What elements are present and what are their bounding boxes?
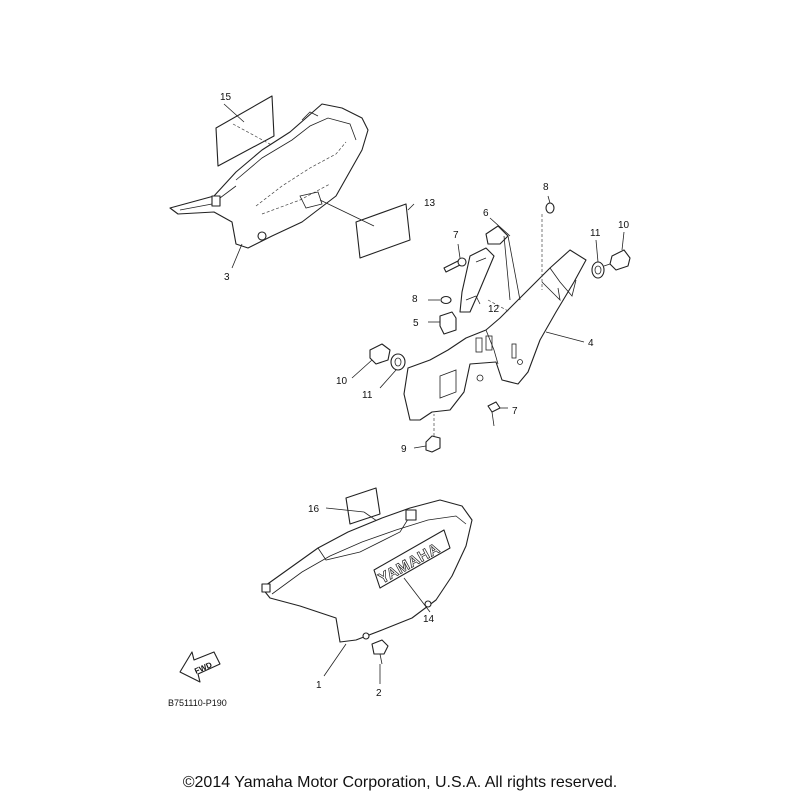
callout-8-upper: 8 [543, 182, 549, 193]
callout-8-lower: 8 [412, 294, 418, 305]
label-sticker-15 [215, 95, 291, 167]
callout-6: 6 [483, 208, 489, 219]
clip-5 [428, 311, 457, 335]
callout-2: 2 [376, 688, 382, 699]
diagram-code: B751110-P190 [168, 698, 227, 708]
strap-12 [459, 247, 495, 313]
callout-9: 9 [401, 444, 407, 455]
washer-8-upper [541, 195, 555, 290]
grommet-11-left [379, 353, 406, 389]
washer-8-lower [428, 295, 452, 305]
callout-15: 15 [220, 92, 232, 103]
callout-12: 12 [488, 304, 500, 315]
callout-4: 4 [588, 338, 594, 349]
callout-16: 16 [308, 504, 320, 515]
callout-11-right: 11 [590, 228, 601, 239]
copyright-notice: ©2014 Yamaha Motor Corporation, U.S.A. A… [182, 774, 618, 791]
screw-2 [371, 639, 389, 684]
fwd-arrow-icon: FWD [179, 651, 221, 683]
nut-9 [413, 414, 441, 453]
callout-1: 1 [316, 680, 322, 691]
callout-10-right: 10 [618, 220, 630, 231]
callout-7-upper: 7 [453, 230, 459, 241]
grommet-11-right [591, 239, 605, 279]
side-cover-1 [261, 499, 473, 643]
bracket-4 [403, 249, 587, 421]
callout-13: 13 [424, 198, 436, 209]
callout-7-lower: 7 [512, 406, 518, 417]
callout-10-left: 10 [336, 376, 348, 387]
side-cover-3 [169, 103, 369, 249]
bolt-7-upper [443, 243, 467, 273]
bolt-7-lower [487, 401, 508, 427]
callout-3: 3 [224, 272, 230, 283]
emblem-sticker-13 [319, 199, 411, 259]
callout-14: 14 [423, 614, 435, 625]
callout-11-left: 11 [362, 390, 373, 401]
callout-5: 5 [413, 318, 419, 329]
leader-lines [223, 103, 585, 677]
bolt-10-right [603, 231, 631, 271]
bolt-10-left [351, 343, 391, 379]
callout-labels: 15 3 13 8 6 7 11 10 8 12 5 4 10 11 7 9 1… [220, 92, 630, 699]
